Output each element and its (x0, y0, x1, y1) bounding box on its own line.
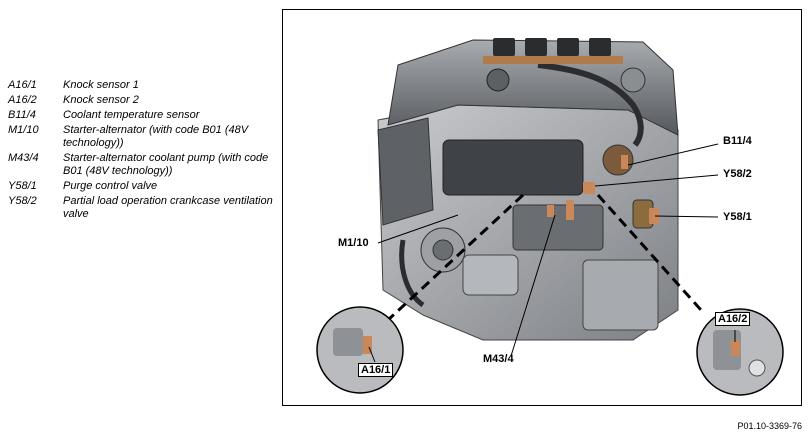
zoom-indicator-lines (386, 193, 703, 322)
legend-code: A16/2 (8, 94, 37, 106)
legend-code: M43/4 (8, 152, 39, 164)
callout-y58-2: Y58/2 (723, 168, 752, 180)
callout-y58-1: Y58/1 (723, 211, 752, 223)
legend-item: A16/2 Knock sensor 2 (8, 94, 278, 107)
legend-code: B11/4 (8, 109, 36, 121)
callout-m1-10: M1/10 (338, 237, 369, 249)
legend-item: A16/1 Knock sensor 1 (8, 79, 278, 92)
legend-desc: Purge control valve (63, 180, 158, 192)
engine-block (377, 39, 679, 341)
legend-item: Y58/1 Purge control valve (8, 180, 278, 193)
legend-code: Y58/2 (8, 195, 37, 207)
legend-code: M1/10 (8, 124, 39, 136)
legend-desc: Coolant temperature sensor (63, 109, 200, 121)
legend-desc: Knock sensor 2 (63, 94, 139, 106)
ignition-coils (483, 38, 623, 64)
legend-desc: Starter-alternator coolant pump (with co… (63, 152, 269, 177)
legend-desc: Knock sensor 1 (63, 79, 139, 91)
callout-b11-4: B11/4 (723, 135, 752, 147)
engine-figure: B11/4 Y58/2 Y58/1 M1/10 M43/4 A16/1 A16/… (282, 9, 802, 406)
legend-item: B11/4 Coolant temperature sensor (8, 109, 278, 122)
leader-lines (377, 143, 719, 357)
callout-a16-2: A16/2 (715, 312, 751, 326)
legend-item: Y58/2 Partial load operation crankcase v… (8, 195, 278, 221)
legend-desc: Starter-alternator (with code B01 (48V t… (63, 124, 249, 149)
legend-item: M1/10 Starter-alternator (with code B01 … (8, 124, 278, 150)
callout-m43-4: M43/4 (483, 353, 514, 365)
engine-illustration (316, 38, 784, 396)
detail-circle-knock-sensor-2 (696, 308, 784, 396)
legend-desc: Partial load operation crankcase ventila… (63, 195, 273, 220)
detail-circle-knock-sensor-1 (316, 306, 404, 394)
callout-a16-1: A16/1 (358, 363, 394, 377)
highlighted-components (547, 155, 659, 224)
legend-code: Y58/1 (8, 180, 37, 192)
legend: A16/1 Knock sensor 1 A16/2 Knock sensor … (8, 79, 278, 223)
legend-code: A16/1 (8, 79, 37, 91)
legend-item: M43/4 Starter-alternator coolant pump (w… (8, 152, 278, 178)
figure-reference-code: P01.10-3369-76 (737, 421, 802, 431)
